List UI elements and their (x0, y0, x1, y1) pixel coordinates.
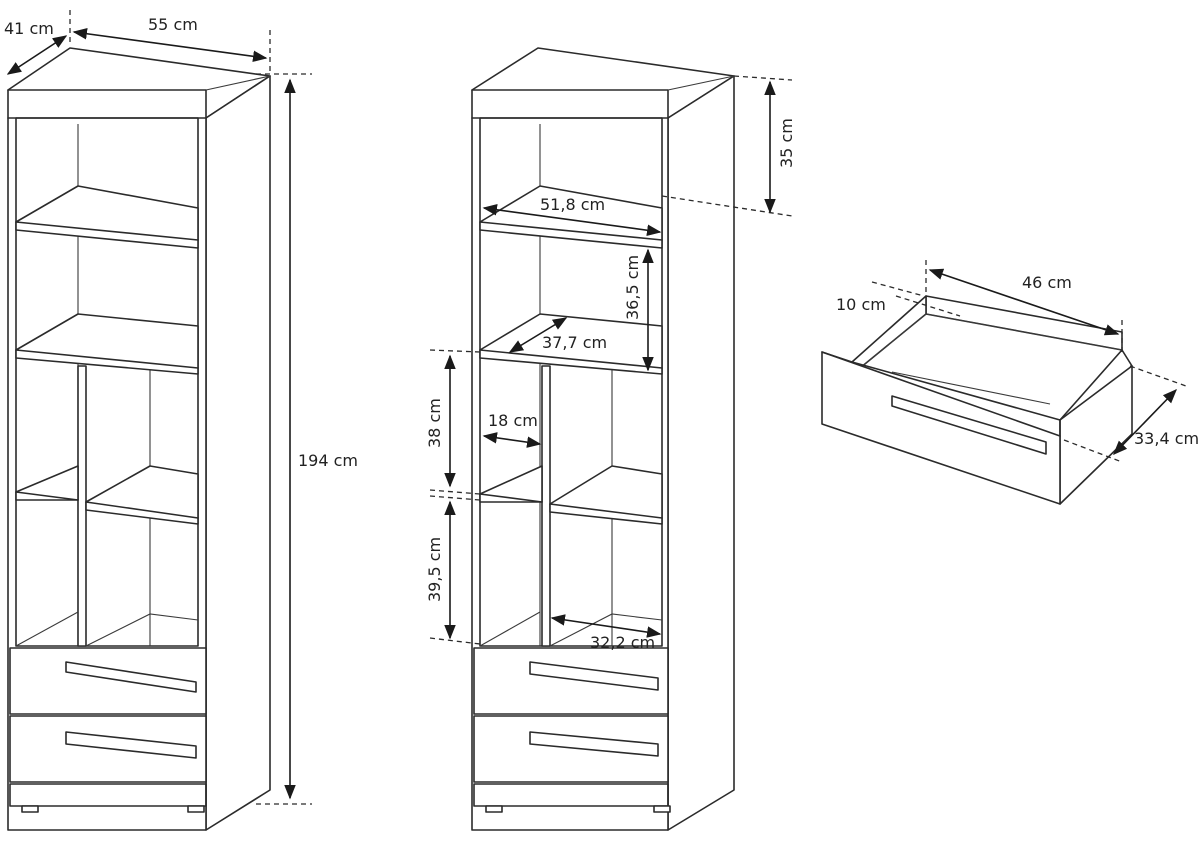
cabinet-middle-handle-2 (529, 731, 659, 757)
cabinet-middle (471, 47, 735, 831)
cabinet-left-divider (77, 365, 87, 647)
drawer-handle (891, 395, 1047, 455)
cabinet-left-side (205, 75, 271, 831)
cell-width-dimension (482, 432, 542, 448)
cabinet-left-shelf-1 (15, 185, 199, 249)
drawer-front (821, 351, 1061, 505)
depth-total-dimension (6, 35, 68, 75)
drawer-depth-dimension (1112, 388, 1178, 456)
inner-width-dimension (482, 204, 662, 236)
cabinet-left (7, 47, 271, 831)
cell-height-upper-label: 38 cm (425, 398, 444, 448)
height-total-label: 194 cm (298, 451, 358, 470)
drawer-detail (821, 295, 1133, 505)
cabinet-left-handle-1 (65, 661, 197, 693)
cabinet-left-handle-2 (65, 731, 197, 759)
wide-cell-width-dimension (550, 614, 662, 638)
wide-cell-width-label: 32,2 cm (590, 633, 655, 652)
cabinet-left-shelf-2 (15, 313, 199, 375)
width-total-label: 55 cm (148, 15, 198, 34)
width-total-dimension (72, 28, 268, 62)
cabinet-middle-dimensions: 35 cm 51,8 cm 36,5 cm 37,7 cm 38 cm 18 c… (425, 75, 796, 652)
cell-width-label: 18 cm (488, 411, 538, 430)
shelf-depth-label: 37,7 cm (542, 333, 607, 352)
cabinet-middle-shelf-3b (549, 465, 663, 525)
inner-width-label: 51,8 cm (540, 195, 605, 214)
cell-height-lower-label: 39,5 cm (425, 537, 444, 602)
drawer-dimensions: 46 cm 10 cm 33,4 cm (836, 260, 1199, 463)
cabinet-middle-divider (541, 365, 551, 647)
top-section-height-label: 35 cm (777, 118, 796, 168)
drawer-height-label: 10 cm (836, 295, 886, 314)
shelf-depth-dimension (508, 317, 568, 353)
cabinet-left-dimensions: 55 cm 41 cm 194 cm (4, 10, 358, 805)
drawer-back (925, 295, 1123, 351)
cabinet-left-shelf-3b (85, 465, 199, 525)
cabinet-middle-side (667, 75, 735, 831)
depth-total-label: 41 cm (4, 19, 54, 38)
drawer-width-label: 46 cm (1022, 273, 1072, 292)
cabinet-middle-handle-1 (529, 661, 659, 691)
shelf-height-label: 36,5 cm (623, 255, 642, 320)
drawer-width-dimension (928, 268, 1120, 336)
drawer-depth-label: 33,4 cm (1134, 429, 1199, 448)
